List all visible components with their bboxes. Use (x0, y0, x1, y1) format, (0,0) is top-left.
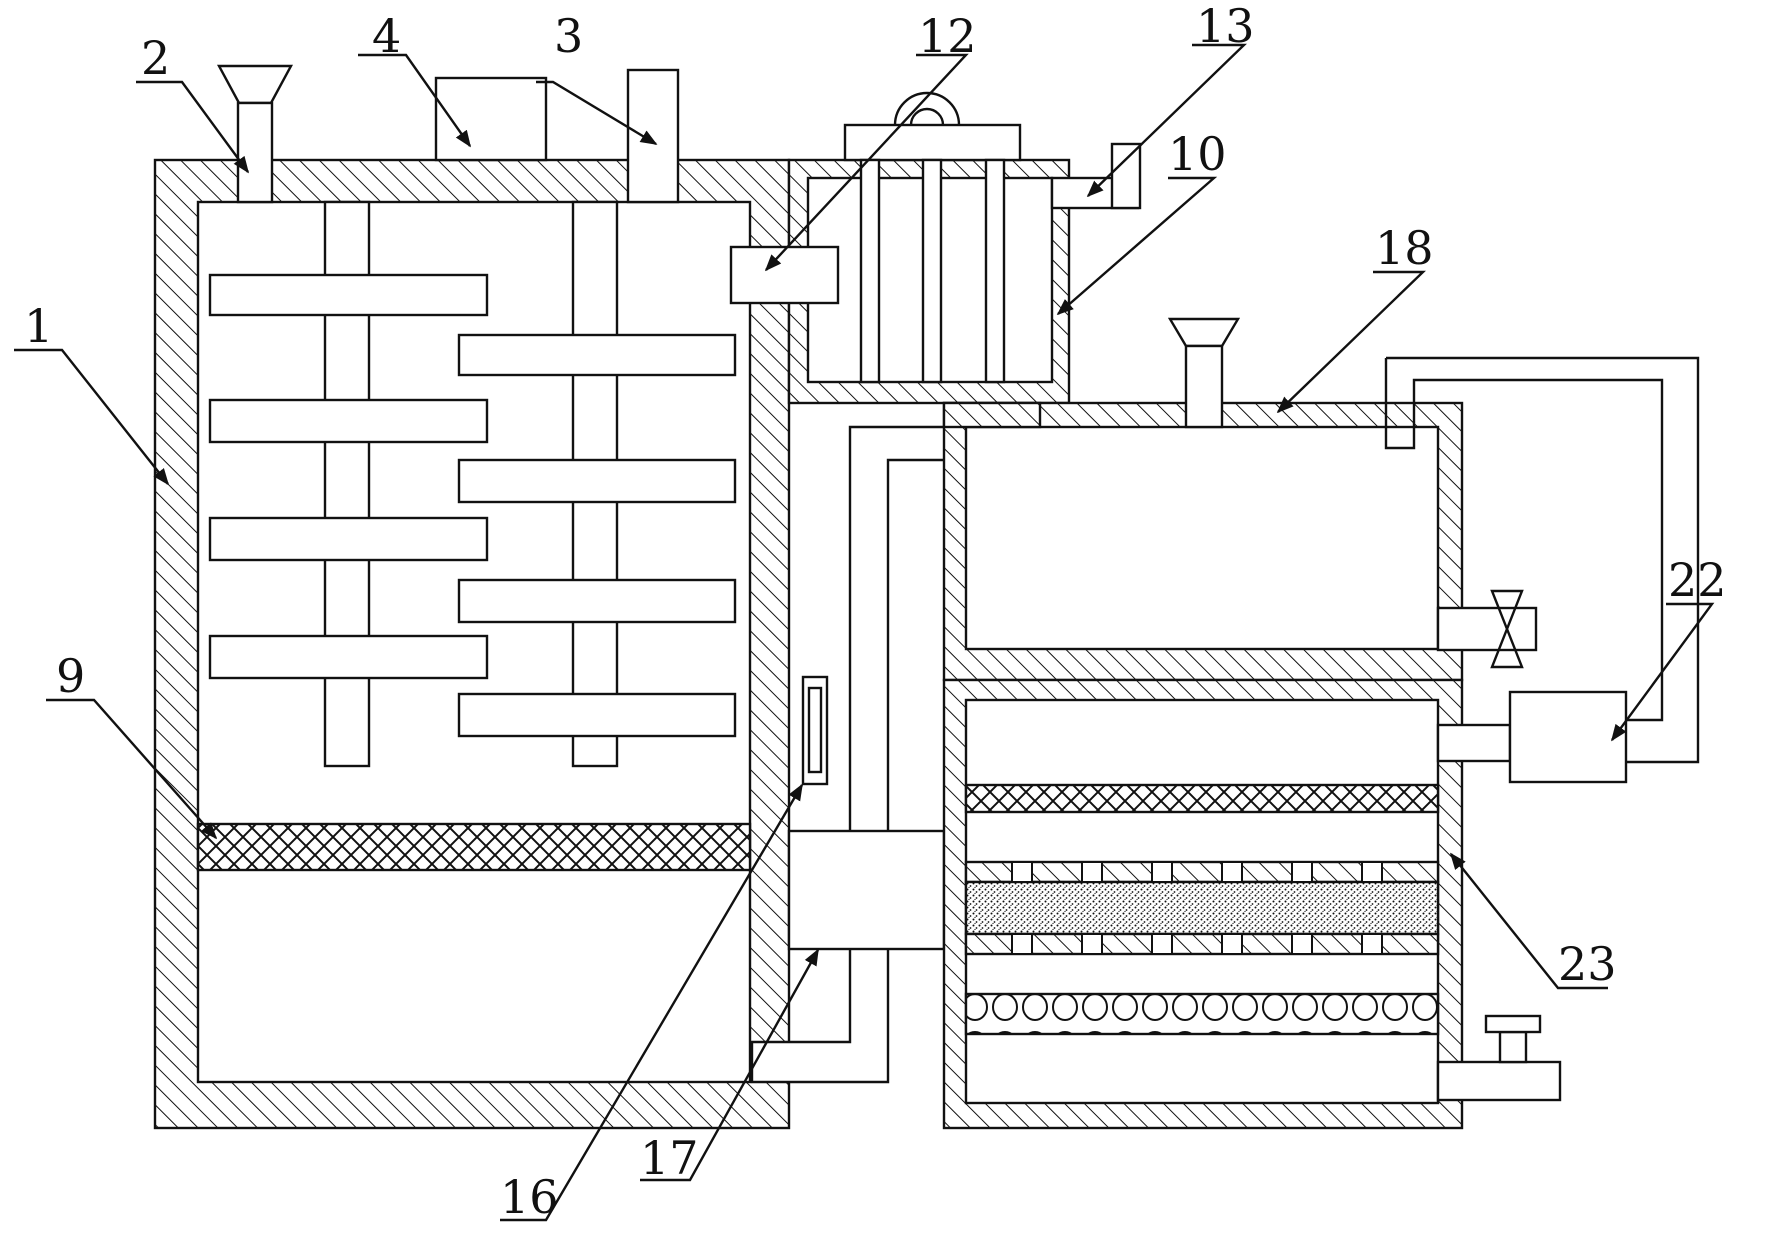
label-9: 9 (56, 649, 85, 703)
label-16: 16 (500, 1170, 559, 1224)
leader-lines (14, 43, 1715, 1222)
outlet-pipe (1436, 1060, 1562, 1102)
funnel (1167, 317, 1241, 348)
vent-pipe (626, 68, 680, 204)
feed-funnel (216, 64, 294, 105)
label-22: 22 (1668, 553, 1727, 607)
filter-rod (984, 158, 1006, 384)
top-filter-box (729, 91, 1142, 405)
label-10: 10 (1168, 127, 1227, 181)
label-18: 18 (1375, 221, 1434, 275)
label-12: 12 (918, 9, 977, 63)
connector-block (729, 245, 840, 305)
filter-screen (196, 822, 752, 872)
mixing-tank (153, 64, 791, 1130)
pump (787, 829, 946, 951)
mesh-layer (964, 783, 1440, 814)
filter-tank (942, 678, 1628, 1130)
motor (434, 76, 548, 162)
label-2: 2 (141, 31, 170, 85)
paddle (208, 273, 489, 317)
drain-pipe (1436, 606, 1538, 652)
paddle (457, 692, 737, 738)
sand-layer (964, 880, 1440, 936)
label-3: 3 (554, 9, 583, 63)
labels: 2 4 3 1 9 12 13 10 18 22 23 17 16 (24, 0, 1727, 1224)
plate-holes (1011, 861, 1383, 955)
label-1: 1 (24, 299, 53, 353)
filter-rod (921, 158, 943, 384)
valve-icon (1490, 589, 1524, 669)
upper-tank (942, 317, 1700, 764)
gravel-layer (964, 992, 1440, 1036)
paddle (208, 516, 489, 562)
label-17: 17 (640, 1131, 699, 1185)
filter-rod (859, 158, 881, 384)
paddle (457, 578, 737, 624)
connecting-pipe (750, 425, 1042, 1084)
label-4: 4 (372, 9, 401, 63)
label-13: 13 (1196, 0, 1255, 53)
paddle (457, 458, 737, 504)
label-23: 23 (1558, 937, 1617, 991)
lid-plate (843, 123, 1022, 162)
paddle (208, 634, 489, 680)
feed-inlet (236, 101, 274, 204)
circulation-pump (1508, 690, 1628, 784)
paddle (457, 333, 737, 377)
paddle (208, 398, 489, 444)
